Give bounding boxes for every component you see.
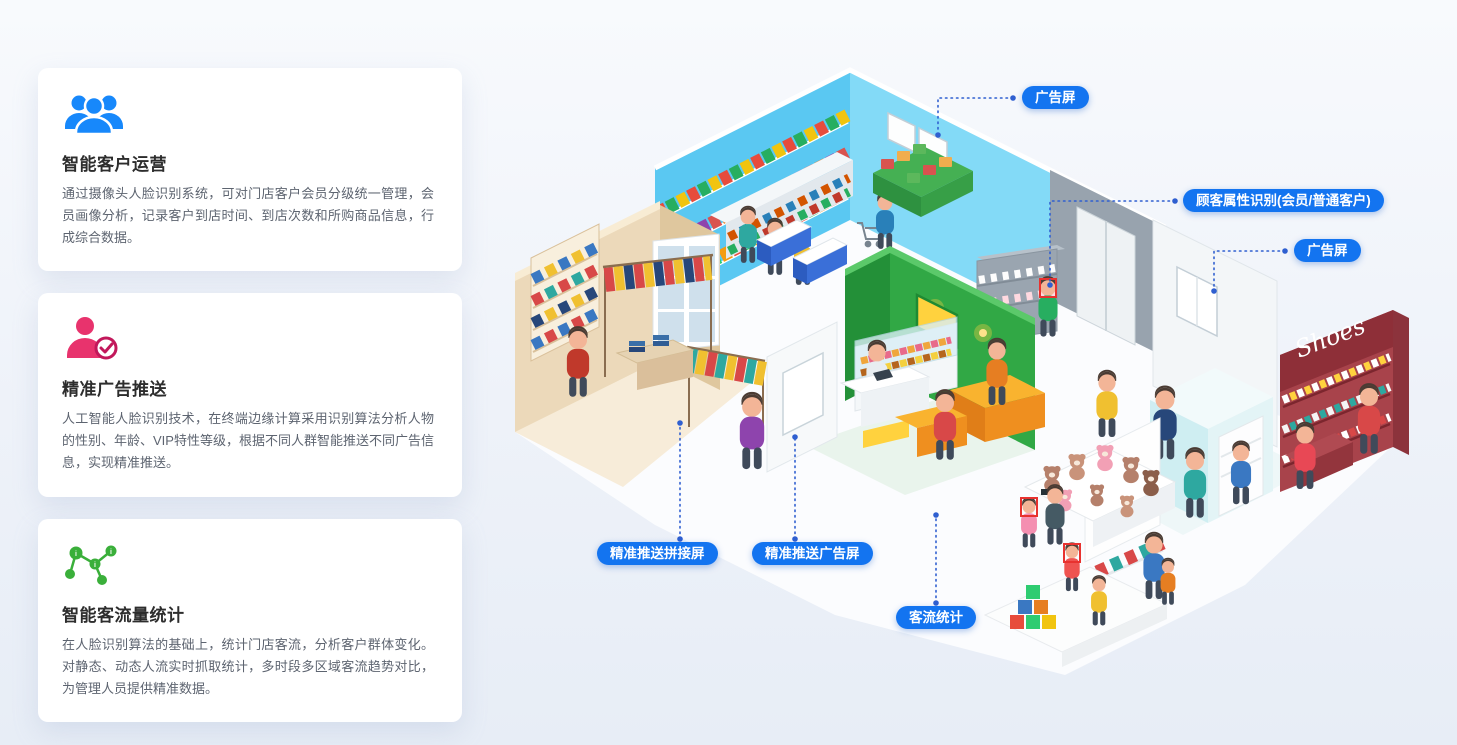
jeans-table bbox=[615, 335, 695, 390]
callout-customer-flow-stats: 客流统计 bbox=[896, 606, 976, 629]
callout-precise-push-splicing-screen: 精准推送拼接屏 bbox=[597, 542, 718, 565]
card-title: 精准广告推送 bbox=[62, 380, 167, 400]
svg-text:i: i bbox=[110, 549, 112, 556]
checkout-counters bbox=[755, 219, 849, 284]
network-nodes-icon: i i i bbox=[62, 539, 434, 589]
gray-wall bbox=[1050, 170, 1165, 357]
callout-lines bbox=[677, 95, 1288, 606]
toy-section bbox=[983, 417, 1177, 667]
card-title: 智能客户运营 bbox=[62, 155, 167, 174]
push-ad-screen-wall bbox=[766, 321, 838, 473]
svg-text:i: i bbox=[94, 562, 96, 569]
card-body: 通过摄像头人脸识别系统，可对门店客户会员分级统一管理，会员画像分析，记录客户到店… bbox=[62, 186, 434, 246]
card-title: 智能客流量统计 bbox=[62, 605, 185, 625]
callout-ad-screen-top: 广告屏 bbox=[1022, 86, 1089, 109]
folded-clothes-shelf bbox=[530, 223, 600, 362]
laptop bbox=[873, 369, 893, 381]
feature-cards: 智能客户运营 通过摄像头人脸识别系统，可对门店客户会员分级统一管理，会员画像分析… bbox=[38, 68, 462, 722]
card-smart-customer-operations: 智能客户运营 通过摄像头人脸识别系统，可对门店客户会员分级统一管理，会员画像分析… bbox=[38, 68, 462, 272]
yellow-bench bbox=[863, 420, 909, 448]
card-precise-ad-push: 精准广告推送 人工智能人脸识别技术，在终端边缘计算采用识别算法分析人物的性别、年… bbox=[38, 293, 462, 497]
card-body: 人工智能人脸识别技术，在终端边缘计算采用识别算法分析人物的性别、年龄、VIP特性… bbox=[62, 411, 434, 471]
callout-ad-screen-right: 广告屏 bbox=[1294, 239, 1361, 262]
produce-tables bbox=[873, 144, 973, 217]
clothing-section bbox=[515, 201, 768, 435]
person-check-icon bbox=[62, 313, 434, 363]
splicing-screen bbox=[652, 233, 720, 353]
card-smart-traffic-statistics: i i i 智能客流量统计 在人脸识别算法的基础上，统计门店客流，分析客户群体变化。… bbox=[38, 518, 462, 722]
toy-blocks bbox=[1010, 585, 1056, 629]
svg-text:i: i bbox=[75, 551, 77, 558]
illustration-area: Shoes bbox=[505, 55, 1455, 745]
store-illustration: Shoes bbox=[515, 67, 1409, 675]
shoes-shelf: Shoes bbox=[1280, 310, 1409, 492]
card-body: 在人脸识别算法的基础上，统计门店客流，分析客户群体变化。对静态、动态人流实时抓取… bbox=[62, 636, 434, 696]
gondola-shelf bbox=[710, 152, 853, 259]
face-detection-box-member bbox=[1039, 278, 1057, 298]
callout-precise-push-ad-screen: 精准推送广告屏 bbox=[752, 542, 873, 565]
users-group-icon bbox=[62, 88, 434, 138]
camera bbox=[1041, 489, 1050, 495]
callout-customer-attribute-recognition: 顾客属性识别(会员/普通客户) bbox=[1183, 189, 1384, 212]
face-detection-boxes bbox=[1020, 497, 1081, 563]
clothing-racks bbox=[602, 253, 768, 435]
